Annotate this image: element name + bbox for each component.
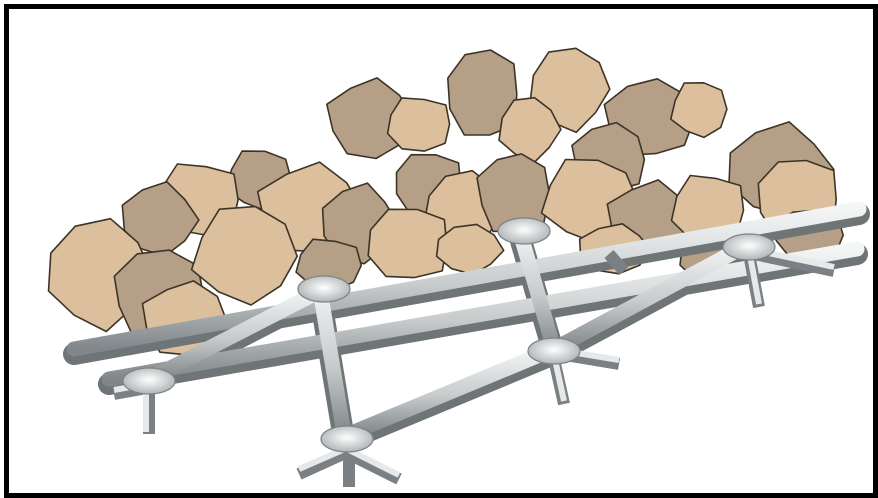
stone-aggregate [49,48,844,355]
stone [368,209,447,277]
grid-node [123,368,175,394]
grid-node [528,338,580,364]
grid-node [723,234,775,260]
grid-node [298,276,350,302]
grid-node [498,218,550,244]
stone [388,98,450,151]
grid-stub [349,454,399,479]
geogrid-stones-illustration [9,9,873,493]
grid-rib-top [349,349,554,434]
figure-frame [4,4,878,498]
grid-node [321,426,373,452]
